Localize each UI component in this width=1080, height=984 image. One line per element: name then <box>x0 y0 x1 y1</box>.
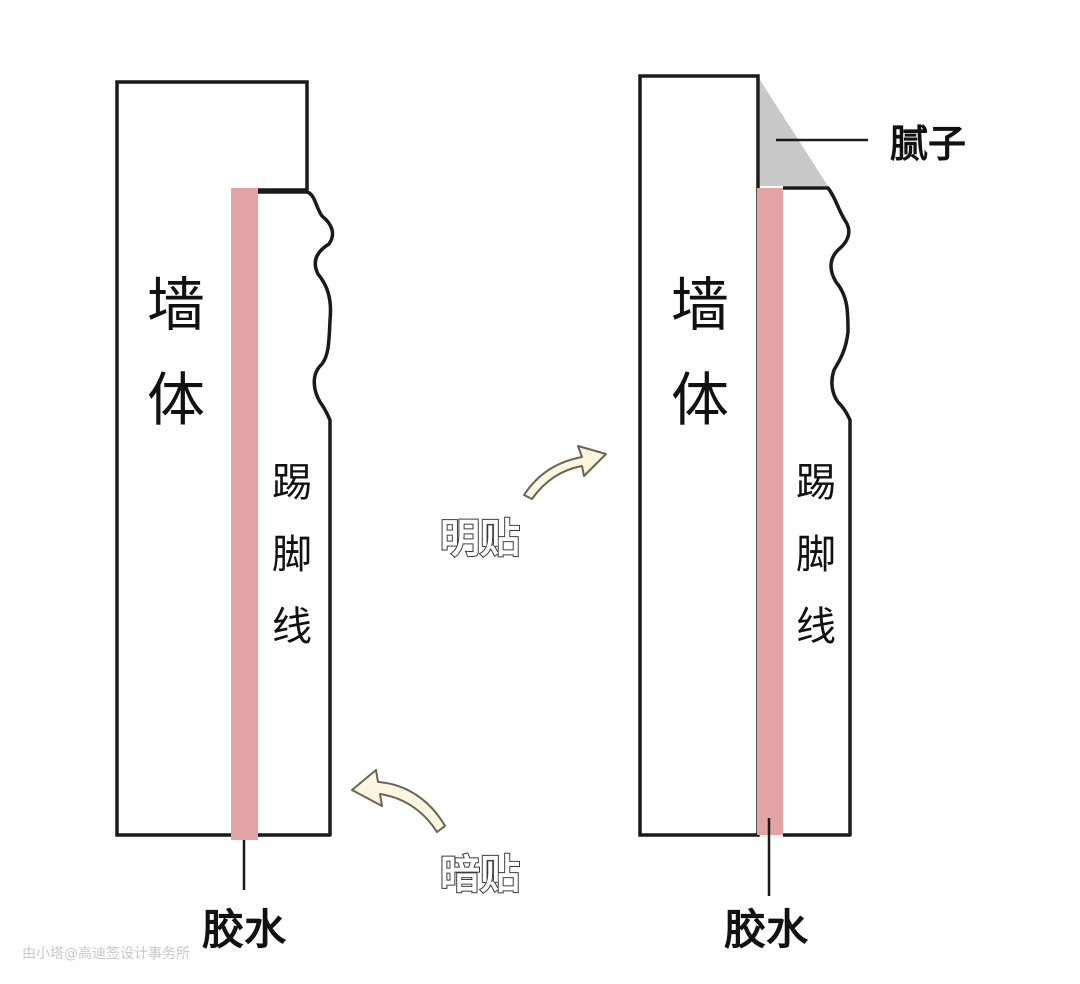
right-glue-strip <box>757 188 783 835</box>
right-wall-label-2: 体 <box>671 366 729 434</box>
surface-mount-label: 明贴 <box>440 516 520 562</box>
left-baseboard-label-1: 踢 <box>272 460 312 506</box>
right-glue-label: 胶水 <box>724 905 809 954</box>
left-baseboard-label-2: 脚 <box>272 532 312 578</box>
left-diagram: 墙 体 踢 脚 线 胶水 <box>115 80 335 954</box>
left-baseboard-label-3: 线 <box>272 604 312 650</box>
right-baseboard-label-2: 脚 <box>796 532 836 578</box>
right-baseboard-label-1: 踢 <box>796 460 836 506</box>
putty-label: 腻子 <box>890 122 966 166</box>
left-baseboard-outline <box>258 190 335 837</box>
right-baseboard-outline <box>783 186 852 837</box>
left-wall-label-1: 墙 <box>147 271 205 339</box>
right-diagram: 墙 体 踢 脚 线 腻子 胶水 <box>638 74 966 954</box>
concealed-mount-annotation: 暗贴 <box>351 769 521 899</box>
left-glue-strip <box>231 188 258 840</box>
curved-arrow-up-right-icon <box>523 445 607 500</box>
right-wall-outline <box>638 74 760 837</box>
surface-mount-annotation: 明贴 <box>439 445 607 563</box>
left-glue-label: 胶水 <box>202 905 287 954</box>
right-baseboard-label-3: 线 <box>796 604 836 650</box>
putty-wedge <box>760 80 828 186</box>
left-wall-label-2: 体 <box>147 366 205 434</box>
watermark: 由小塔@高迪签设计事务所 <box>22 945 190 962</box>
right-wall-label-1: 墙 <box>671 271 729 339</box>
curved-arrow-up-left-icon <box>351 769 446 833</box>
concealed-mount-label: 暗贴 <box>440 852 520 898</box>
